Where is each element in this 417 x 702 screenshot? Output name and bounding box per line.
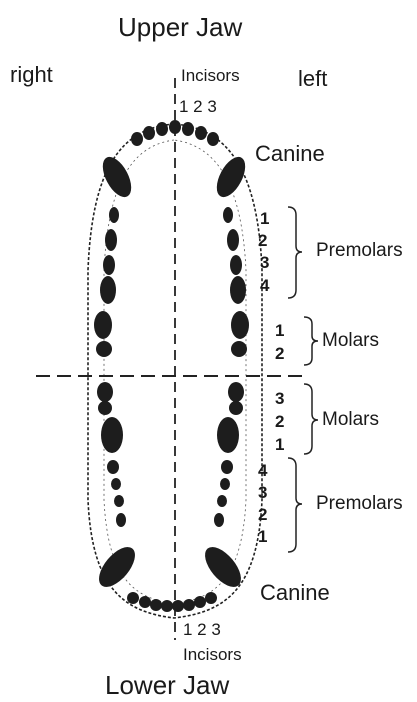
lower-incisor: [139, 596, 151, 608]
lower-premolar-number: 2: [258, 506, 267, 523]
upper-premolar: [230, 276, 246, 304]
upper-molar: [231, 341, 247, 357]
upper-molar: [94, 311, 112, 339]
lower-incisors-label: Incisors: [183, 646, 242, 663]
lower-premolar: [114, 495, 124, 507]
lower-premolars-bracket: [288, 458, 302, 552]
upper-incisor-numbers: 1 2 3: [179, 98, 217, 115]
upper-premolar: [230, 255, 242, 275]
lower-premolars-label: Premolars: [316, 494, 403, 513]
right-side-label: right: [10, 64, 53, 86]
lower-premolar: [220, 478, 230, 490]
lower-premolar: [111, 478, 121, 490]
lower-incisor: [127, 592, 139, 604]
lower-incisor: [205, 592, 217, 604]
upper-canine: [97, 152, 137, 201]
lower-premolar-number: 1: [258, 528, 267, 545]
lower-incisor: [172, 600, 184, 612]
upper-molar: [231, 311, 249, 339]
upper-premolar: [103, 255, 115, 275]
lower-premolar: [107, 460, 119, 474]
lower-molar-number: 2: [275, 413, 284, 430]
lower-incisor-numbers: 1 2 3: [183, 621, 221, 638]
upper-molars-label: Molars: [322, 331, 379, 350]
lower-incisor: [183, 599, 195, 611]
lower-premolar-number: 4: [258, 462, 267, 479]
upper-incisor: [195, 126, 207, 140]
upper-jaw-title: Upper Jaw: [118, 14, 242, 40]
upper-premolar: [223, 207, 233, 223]
upper-molar-number: 2: [275, 345, 284, 362]
lower-incisor: [150, 599, 162, 611]
lower-molar: [101, 417, 123, 453]
upper-premolar-number: 3: [260, 254, 269, 271]
upper-incisor: [182, 122, 194, 136]
lower-molar: [228, 382, 244, 402]
upper-incisor: [207, 132, 219, 146]
lower-premolar-number: 3: [258, 484, 267, 501]
lower-molar-number: 1: [275, 436, 284, 453]
upper-premolar: [100, 276, 116, 304]
lower-premolar: [221, 460, 233, 474]
upper-premolar-number: 4: [260, 277, 269, 294]
upper-incisor: [156, 122, 168, 136]
upper-incisor: [169, 120, 181, 134]
lower-premolar: [217, 495, 227, 507]
upper-molar-number: 1: [275, 322, 284, 339]
lower-molar: [229, 401, 243, 415]
lower-molar: [97, 382, 113, 402]
lower-molar: [217, 417, 239, 453]
lower-molars-label: Molars: [322, 410, 379, 429]
lower-molar-number: 3: [275, 390, 284, 407]
lower-premolar: [214, 513, 224, 527]
upper-premolars-label: Premolars: [316, 241, 403, 260]
lower-incisor: [161, 600, 173, 612]
upper-molars-bracket: [304, 317, 318, 365]
lower-molar: [98, 401, 112, 415]
lower-jaw-title: Lower Jaw: [105, 672, 229, 698]
lower-canine-label: Canine: [260, 582, 330, 604]
upper-canine-label: Canine: [255, 143, 325, 165]
upper-premolar: [105, 229, 117, 251]
lower-incisor: [194, 596, 206, 608]
upper-premolars-bracket: [288, 207, 302, 298]
upper-premolar: [227, 229, 239, 251]
upper-premolar: [109, 207, 119, 223]
upper-incisors-label: Incisors: [181, 67, 240, 84]
lower-premolar: [116, 513, 126, 527]
upper-premolar-number: 2: [258, 232, 267, 249]
upper-molar: [96, 341, 112, 357]
upper-premolar-number: 1: [260, 210, 269, 227]
upper-incisor: [131, 132, 143, 146]
lower-molars-bracket: [304, 384, 318, 454]
left-side-label: left: [298, 68, 327, 90]
upper-incisor: [143, 126, 155, 140]
